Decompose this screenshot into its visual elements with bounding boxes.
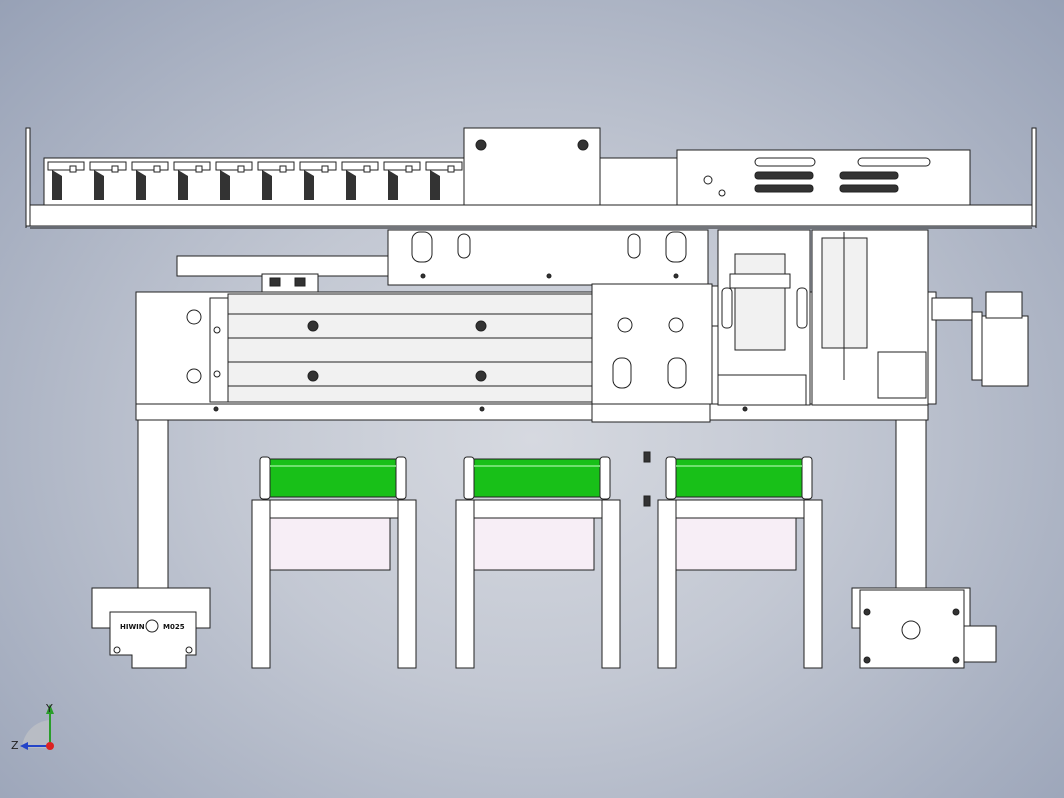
side-motor[interactable] — [931, 291, 1029, 387]
upper-plate — [387, 229, 709, 286]
mounting-bracket — [463, 127, 601, 206]
axis-z-label: Z — [11, 739, 19, 752]
support-leg-right — [895, 419, 927, 589]
chain-link — [257, 161, 295, 200]
roller-1[interactable] — [251, 456, 417, 669]
guide-block: HIWIN M025 — [109, 611, 197, 669]
chain-link — [47, 161, 85, 200]
axis-y-label: Y — [45, 702, 53, 715]
chain-link — [299, 161, 337, 200]
fasteners — [643, 451, 651, 507]
vertical-motor[interactable] — [811, 229, 929, 406]
vented-cover — [676, 149, 971, 206]
chain-link — [383, 161, 421, 200]
roller-3[interactable] — [657, 456, 823, 669]
chain-link — [173, 161, 211, 200]
end-plate — [851, 587, 997, 669]
guide-rail-top — [176, 255, 389, 293]
tray-rail[interactable] — [25, 127, 1037, 229]
stepper-motor[interactable] — [717, 229, 811, 406]
chain-link — [215, 161, 253, 200]
cable-chain — [43, 157, 681, 206]
block-brand: HIWIN — [120, 623, 145, 631]
roller-2[interactable] — [455, 456, 621, 669]
chain-link — [341, 161, 379, 200]
coordinate-triad: Y Z — [11, 702, 54, 752]
chain-link — [131, 161, 169, 200]
block-model: M025 — [163, 623, 185, 631]
chain-link — [89, 161, 127, 200]
support-leg-left — [91, 419, 211, 629]
slide-carriage[interactable] — [591, 283, 727, 423]
chain-link — [425, 161, 463, 200]
